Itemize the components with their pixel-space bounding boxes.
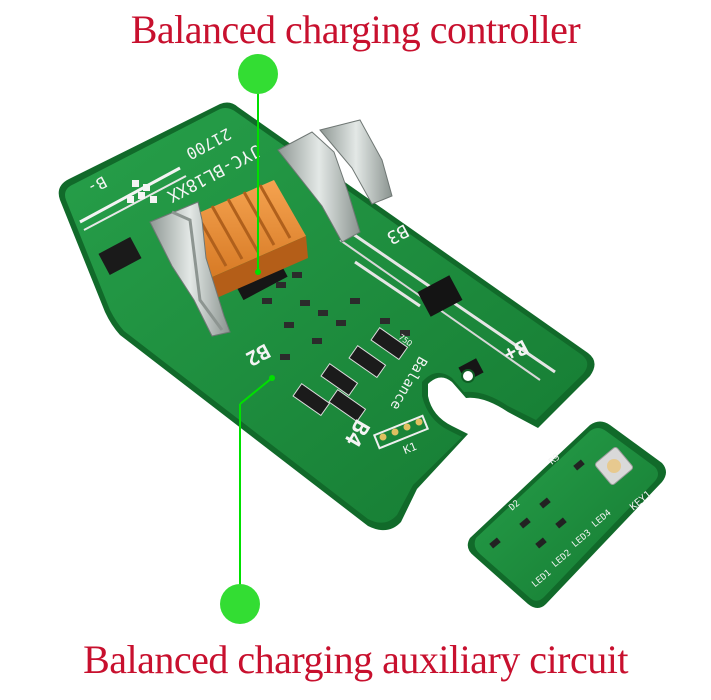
auxiliary-callout-dot xyxy=(220,584,260,624)
auxiliary-caption: Balanced charging auxiliary circuit xyxy=(83,637,628,682)
metal-terminal-tabs xyxy=(149,119,393,337)
controller-caption: Balanced charging controller xyxy=(130,7,581,52)
auxiliary-callout xyxy=(220,375,275,624)
indicator-pcb-board xyxy=(467,421,666,608)
controller-callout-dot xyxy=(238,54,278,94)
header-label: K1 xyxy=(401,440,418,457)
pin-header xyxy=(372,414,430,450)
controller-callout xyxy=(238,54,278,275)
